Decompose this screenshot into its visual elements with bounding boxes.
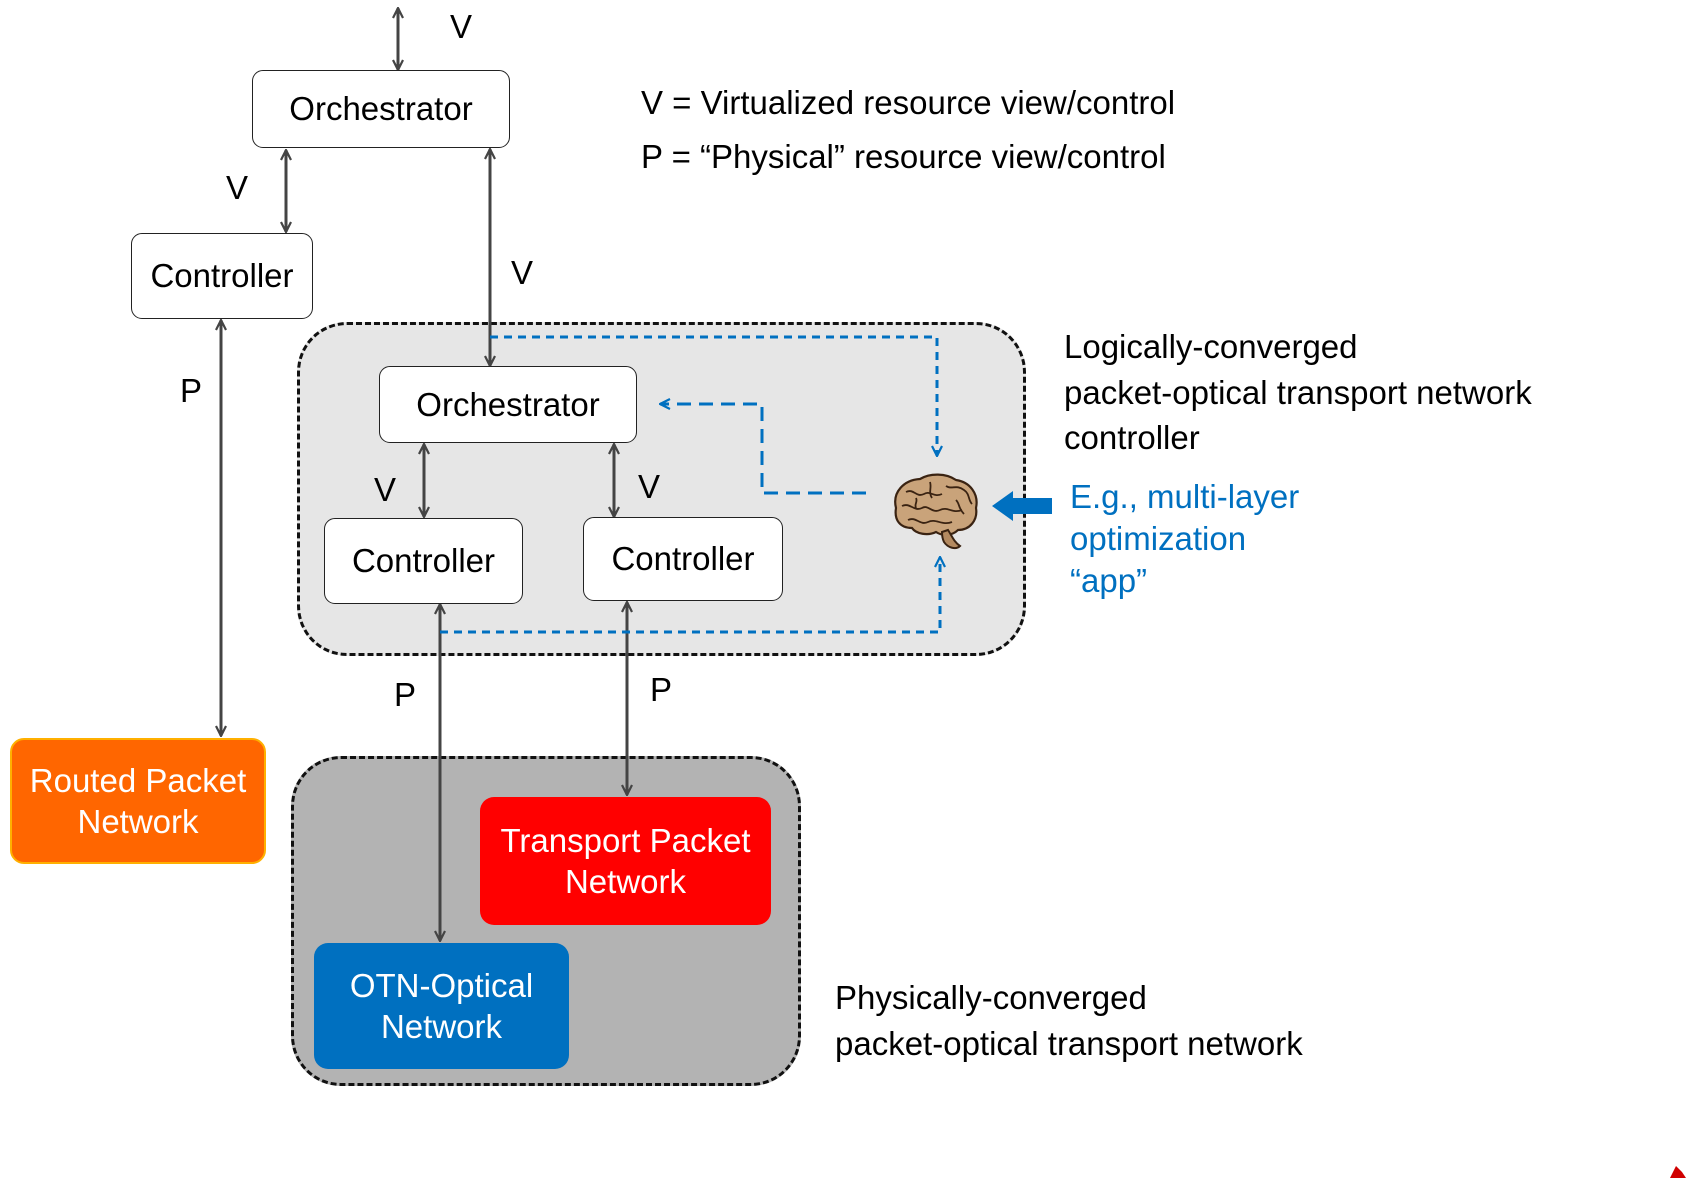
physical-zone-caption: Physically-converged packet-optical tran… <box>835 975 1435 1066</box>
app-note: E.g., multi-layer optimization “app” <box>1070 476 1390 602</box>
physical-caption-line2: packet-optical transport network <box>835 1024 1303 1062</box>
app-note-line1: E.g., multi-layer <box>1070 478 1300 515</box>
logical-caption-line1: Logically-converged <box>1064 328 1358 365</box>
top-orchestrator-label: Orchestrator <box>289 90 473 127</box>
left-controller-label: Controller <box>150 257 294 294</box>
routed-network-line1: Routed Packet <box>29 761 247 799</box>
app-note-line2: optimization <box>1070 519 1247 557</box>
inner-controller-left: Controller <box>324 518 523 604</box>
app-feed-bottom <box>440 557 940 634</box>
inner-controller-right: Controller <box>583 517 783 601</box>
app-to-orchestrator <box>660 404 866 495</box>
top-orchestrator: Orchestrator <box>252 70 510 148</box>
physical-caption-line1: Physically-converged <box>835 979 1147 1016</box>
inner-controller-left-label: Controller <box>351 542 496 579</box>
left-controller: Controller <box>131 233 313 319</box>
transport-network-line1: Transport Packet <box>500 821 751 859</box>
inner-controller-right-label: Controller <box>611 540 755 577</box>
inner-orchestrator: Orchestrator <box>379 366 637 443</box>
app-note-line3: “app” <box>1070 561 1148 599</box>
label-transport-p: P <box>650 671 673 708</box>
logical-caption-line2: packet-optical transport network <box>1064 373 1532 411</box>
logical-zone-caption: Logically-converged packet-optical trans… <box>1064 324 1684 461</box>
inner-orchestrator-label: Orchestrator <box>416 385 600 423</box>
logical-caption-line3: controller <box>1064 419 1200 457</box>
label-orch-inner-v: V <box>511 254 534 291</box>
label-orch-controller-v: V <box>226 169 249 206</box>
routed-network-line2: Network <box>77 803 199 840</box>
label-controller-routed-p: P <box>180 372 203 409</box>
transport-network-line2: Network <box>564 863 686 900</box>
label-top-v: V <box>450 8 473 45</box>
legend-v-definition: V = Virtualized resource view/control <box>641 84 1176 121</box>
brain-icon <box>894 473 978 550</box>
otn-network-line1: OTN-Optical <box>349 966 534 1004</box>
legend-p-definition: P = “Physical” resource view/control <box>641 138 1166 175</box>
arrow-left-icon <box>992 491 1052 521</box>
label-otn-p: P <box>394 676 417 713</box>
corner-mark <box>1670 1166 1686 1178</box>
label-inner-right-v: V <box>638 468 661 505</box>
otn-network-line2: Network <box>380 1008 502 1045</box>
label-inner-left-v: V <box>374 471 397 508</box>
